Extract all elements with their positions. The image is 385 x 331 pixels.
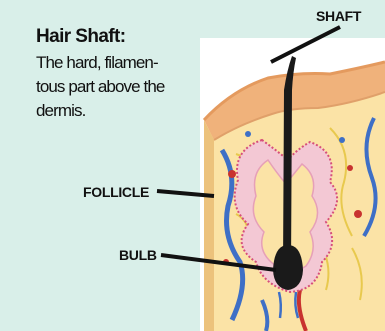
shaft-label: SHAFT	[316, 8, 361, 24]
follicle-label: FOLLICLE	[83, 184, 149, 200]
diagram-title: Hair Shaft:	[36, 26, 125, 48]
block-side	[204, 120, 214, 331]
description-line: tous part above the	[36, 75, 206, 99]
bulb-label: BULB	[119, 247, 157, 263]
description-line: dermis.	[36, 99, 206, 123]
diagram-description: The hard, filamen- tous part above the d…	[36, 51, 206, 123]
description-line: The hard, filamen-	[36, 51, 206, 75]
hair-bulb	[273, 245, 303, 290]
